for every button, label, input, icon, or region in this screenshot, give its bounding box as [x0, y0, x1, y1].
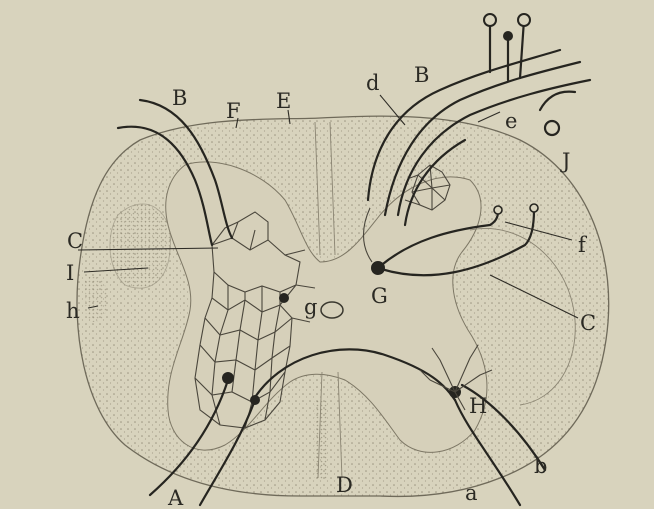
- label-F: F: [226, 99, 241, 123]
- motor-cell-1: [222, 372, 234, 384]
- label-A: A: [167, 486, 184, 509]
- label-I: I: [66, 261, 74, 285]
- label-C-right: C: [580, 311, 596, 335]
- tract-D: [314, 400, 328, 480]
- label-H: H: [469, 394, 487, 418]
- label-h: h: [66, 299, 80, 323]
- ganglion-cell-3: [518, 14, 530, 26]
- motor-cell-2: [250, 395, 260, 405]
- label-e: e: [505, 109, 517, 133]
- label-B-left: B: [172, 86, 187, 110]
- ganglion-cell-J: [545, 121, 559, 135]
- cell-g: [279, 293, 289, 303]
- label-B-right: B: [414, 63, 429, 87]
- cell-f-2: [530, 204, 538, 212]
- ganglion-cell-1: [484, 14, 496, 26]
- label-C-left: C: [67, 229, 83, 253]
- label-a: a: [465, 481, 478, 505]
- label-b: b: [534, 454, 547, 478]
- cell-f-1: [494, 206, 502, 214]
- label-G: G: [371, 284, 388, 308]
- label-d: d: [366, 71, 379, 95]
- tract-I: [110, 204, 171, 288]
- label-g: g: [304, 295, 317, 319]
- label-J: J: [560, 149, 570, 173]
- label-D: D: [336, 473, 353, 497]
- cell-G: [371, 261, 385, 275]
- label-E: E: [276, 89, 291, 113]
- ganglion-cell-2: [503, 31, 513, 41]
